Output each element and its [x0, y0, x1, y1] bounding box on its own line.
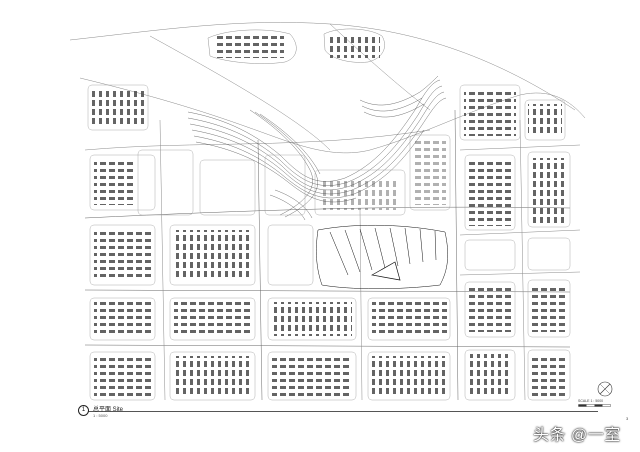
scale-bar-graphic [578, 404, 611, 407]
building-footprints [92, 34, 566, 396]
page-number: 3 [626, 416, 629, 421]
central-building [316, 224, 448, 289]
river-bank-south [79, 77, 586, 154]
island-west [207, 29, 297, 64]
scale-bar: SCALE 1 : 5000 [578, 399, 612, 413]
drawing-title: 总平面 Site [93, 407, 124, 413]
island-east [323, 28, 385, 63]
drawing-scale-note: 1 : 5000 [93, 413, 108, 418]
scale-bar-label: SCALE 1 : 5000 [578, 399, 604, 403]
title-block: 1 总平面 Site 1 : 5000 [78, 404, 598, 420]
watermark-text: 头条 @一室 [533, 427, 621, 444]
drawing-number: 1 [78, 405, 89, 416]
landform-contours [187, 75, 447, 221]
city-blocks [87, 84, 571, 401]
north-arrow-icon [597, 381, 613, 397]
title-underline [88, 411, 598, 412]
